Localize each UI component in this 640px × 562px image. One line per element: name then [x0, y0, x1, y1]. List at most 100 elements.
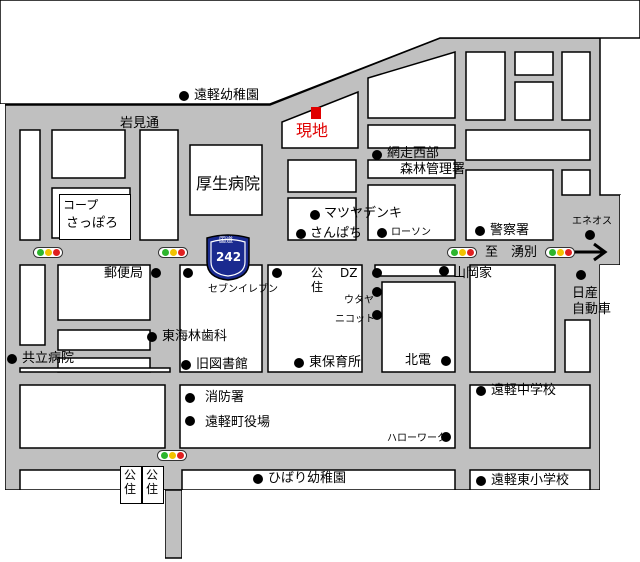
city-block — [189, 144, 263, 216]
place-police: 警察署 — [490, 223, 530, 238]
location-dot-icon — [372, 310, 382, 320]
location-dot-icon — [585, 230, 595, 240]
city-block — [465, 51, 506, 121]
place-lawson: ローソン — [391, 227, 431, 238]
city-block — [469, 264, 556, 373]
site-label: 現地 — [296, 121, 329, 140]
location-dot-icon — [377, 228, 387, 238]
location-dot-icon — [185, 416, 195, 426]
place-fire-station: 消防署 — [205, 390, 245, 405]
location-dot-icon — [476, 386, 486, 396]
place-nissan-line2: 自動車 — [572, 302, 612, 317]
map-margin — [0, 104, 640, 562]
traffic-light-icon — [157, 450, 187, 461]
place-seven-eleven: セブンイレブン — [208, 284, 278, 295]
city-block — [139, 129, 179, 241]
city-block — [514, 81, 554, 121]
place-dz: DZ — [340, 266, 358, 280]
traffic-light-icon — [545, 247, 575, 258]
public-housing-building-b — [142, 466, 164, 504]
city-block — [19, 129, 41, 241]
traffic-light-icon — [158, 247, 188, 258]
place-east-nursery: 東保育所 — [309, 355, 362, 370]
road-label-iwamido: 岩見通 — [120, 116, 160, 131]
place-matsuya-denki: マツヤデンキ — [324, 206, 403, 221]
place-kyoritsu-hospital: 共立病院 — [22, 351, 75, 366]
city-block — [51, 129, 126, 179]
location-dot-icon — [272, 268, 282, 278]
road-surface — [164, 489, 183, 559]
public-housing-a: 公住 — [123, 468, 136, 496]
traffic-light-icon — [447, 247, 477, 258]
city-block — [57, 264, 151, 321]
location-dot-icon — [372, 287, 382, 297]
city-block — [19, 367, 171, 373]
place-eneos: エネオス — [572, 216, 612, 227]
location-dot-icon — [185, 393, 195, 403]
place-nicott: ニコット — [335, 314, 375, 325]
place-abashiri-forest-line1: 網走西部 — [387, 146, 440, 161]
city-block — [561, 169, 591, 196]
location-dot-icon — [179, 91, 189, 101]
road-label-east-direction: 至 湧別 — [485, 245, 538, 260]
city-block — [367, 124, 456, 149]
route-operator-label: 国道 — [219, 236, 233, 244]
place-engaru-east-elementary: 遠軽東小学校 — [491, 473, 570, 488]
location-dot-icon — [441, 356, 451, 366]
location-dot-icon — [372, 150, 382, 160]
city-block — [19, 384, 166, 449]
place-coop-line1: コープ — [63, 198, 99, 212]
location-dot-icon — [7, 354, 17, 364]
route-number-label: 242 — [216, 250, 242, 264]
city-block — [19, 264, 46, 346]
city-block — [367, 50, 456, 119]
city-block — [267, 264, 363, 373]
location-dot-icon — [151, 268, 161, 278]
location-dot-icon — [372, 268, 382, 278]
location-dot-icon — [294, 358, 304, 368]
city-block — [564, 319, 591, 373]
city-block — [514, 51, 554, 76]
city-block — [179, 384, 456, 449]
place-hello-work: ハローワーク — [387, 433, 447, 444]
location-dot-icon — [310, 210, 320, 220]
public-housing-b: 公住 — [145, 468, 158, 496]
city-block — [179, 264, 263, 373]
city-block — [561, 51, 591, 121]
city-block — [367, 159, 456, 179]
traffic-light-icon — [33, 247, 63, 258]
location-dot-icon — [439, 266, 449, 276]
place-sanpachi: さんぱち — [310, 226, 363, 241]
place-post-office: 郵便局 — [104, 266, 144, 281]
place-coop-line2: さっぽろ — [66, 216, 119, 231]
east-arrow-icon — [572, 242, 608, 262]
place-kosei-hospital: 厚生病院 — [196, 174, 261, 193]
place-engaru-kindergarten: 遠軽幼稚園 — [194, 88, 260, 103]
site-marker — [311, 107, 321, 119]
location-dot-icon — [147, 332, 157, 342]
place-yamaoka: 山岡家 — [453, 266, 493, 281]
place-town-hall: 遠軽町役場 — [205, 415, 271, 430]
place-nissan-line1: 日産 — [572, 286, 599, 301]
location-dot-icon — [253, 474, 263, 484]
location-dot-icon — [296, 229, 306, 239]
route-shield-icon — [206, 234, 250, 281]
place-utaya: ウタヤ — [344, 295, 374, 306]
place-old-library: 旧図書館 — [196, 357, 249, 372]
location-dot-icon — [576, 270, 586, 280]
place-engaru-junior-high: 遠軽中学校 — [491, 383, 557, 398]
city-block — [57, 329, 151, 351]
location-dot-icon — [475, 226, 485, 236]
location-dot-icon — [183, 268, 193, 278]
city-block — [465, 129, 591, 161]
place-tokai-dental: 東海林歯科 — [162, 329, 228, 344]
city-block — [0, 0, 640, 105]
city-block — [281, 90, 359, 149]
place-hibari-kindergarten: ひばり幼稚園 — [268, 471, 347, 486]
location-dot-icon — [441, 432, 451, 442]
place-hokuden: 北電 — [405, 353, 432, 368]
city-block — [287, 159, 357, 193]
public-housing-building-a — [120, 466, 142, 504]
